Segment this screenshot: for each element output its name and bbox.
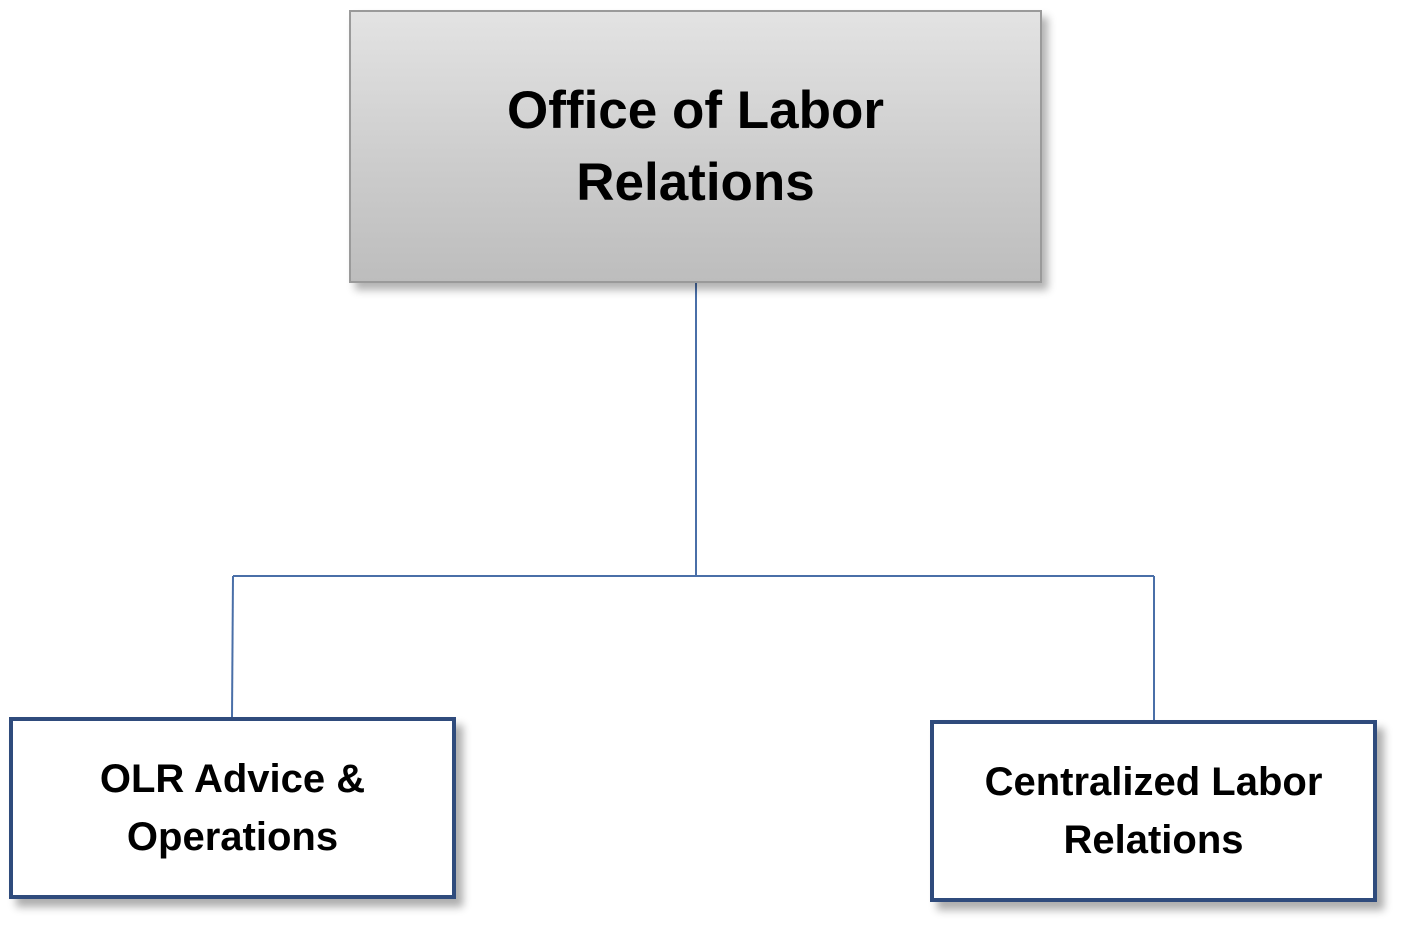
root-label-line-1: Office of Labor <box>507 80 884 140</box>
root-label-line-2: Relations <box>576 152 815 212</box>
org-node-olr-advice-operations: OLR Advice & Operations <box>9 717 456 899</box>
right-child-label-line-2: Relations <box>1063 818 1244 862</box>
right-child-label-line-1: Centralized Labor <box>984 760 1323 804</box>
left-child-label-line-1: OLR Advice & <box>99 757 366 801</box>
org-node-centralized-labor-relations: Centralized Labor Relations <box>930 720 1377 902</box>
left-child-label-line-2: Operations <box>126 815 339 859</box>
org-node-office-of-labor-relations: Office of Labor Relations <box>349 10 1042 283</box>
connector-left-down <box>231 575 234 718</box>
